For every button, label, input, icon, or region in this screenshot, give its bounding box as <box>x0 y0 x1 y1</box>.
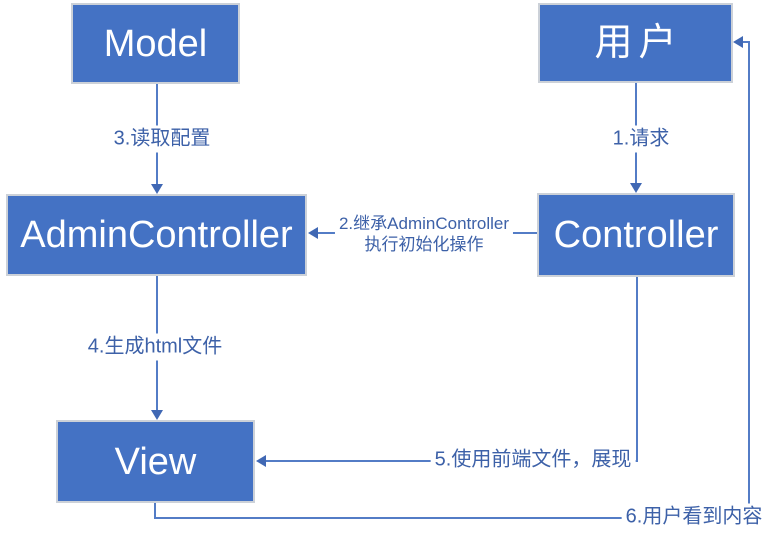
edge6-label: 6.用户看到内容 <box>621 503 767 531</box>
edge2-label: 2.继承AdminController 执行初始化操作 <box>334 211 514 257</box>
edge1-arrowhead-down-icon <box>630 183 642 193</box>
node-model-label: Model <box>103 22 208 65</box>
edge6-line-horizontal-2 <box>742 41 750 43</box>
edge2-label-line1: 2.继承AdminController <box>338 213 510 233</box>
edge6-line-horizontal-1 <box>154 517 750 519</box>
edge6-line-vertical-2 <box>748 41 750 519</box>
node-view-label: View <box>114 440 197 483</box>
node-admin-controller: AdminController <box>6 194 307 276</box>
node-controller: Controller <box>537 193 735 277</box>
edge3-label: 3.读取配置 <box>109 125 215 153</box>
edge5-label: 5.使用前端文件，展现 <box>430 446 636 474</box>
edge2-arrowhead-left-icon <box>308 227 318 239</box>
edge2-label-line2: 执行初始化操作 <box>364 235 484 254</box>
edge1-label: 1.请求 <box>608 125 674 153</box>
edge4-label: 4.生成html文件 <box>83 333 227 361</box>
node-controller-label: Controller <box>553 214 719 256</box>
node-view: View <box>56 420 255 503</box>
edge4-arrowhead-down-icon <box>151 410 163 420</box>
node-user: 用户 <box>538 3 733 83</box>
node-user-label: 用户 <box>594 22 683 64</box>
node-admin-controller-label: AdminController <box>20 214 293 256</box>
edge6-arrowhead-left-icon <box>733 36 743 48</box>
edge3-arrowhead-down-icon <box>151 184 163 194</box>
node-model: Model <box>71 3 240 84</box>
edge6-line-vertical-1 <box>154 503 156 519</box>
edge5-arrowhead-left-icon <box>256 455 266 467</box>
edge5-line-vertical <box>636 277 638 460</box>
